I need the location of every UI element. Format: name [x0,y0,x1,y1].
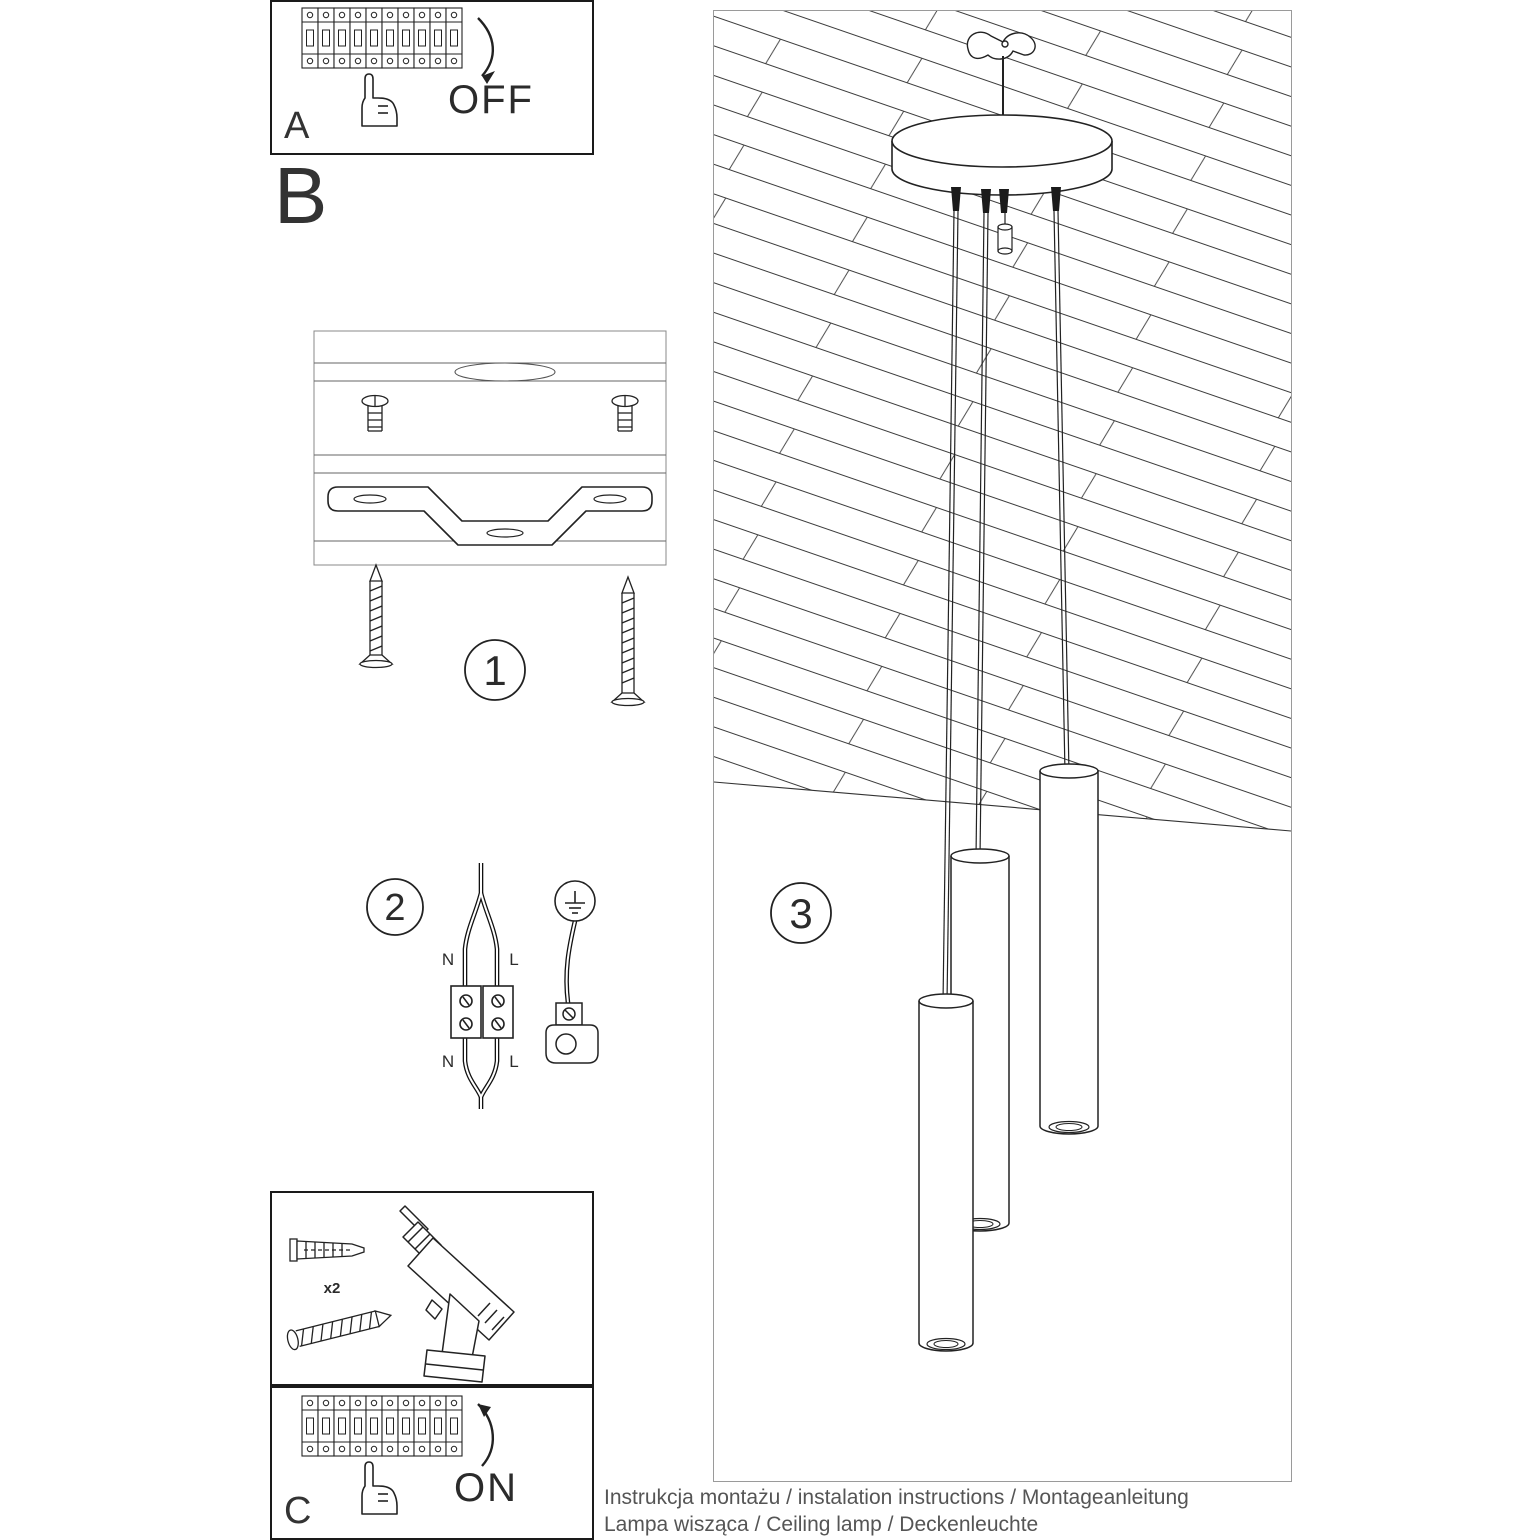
wall-anchor-icon [289,1238,365,1262]
drill-icon [399,1205,515,1383]
off-label: OFF [448,78,534,122]
wire-label-l-bottom: L [509,1052,518,1071]
screw-left [358,563,394,669]
power-off-step: OFF A [270,0,594,155]
on-label: ON [454,1466,518,1510]
wire-label-n-bottom: N [442,1052,454,1071]
footer-line-1: Instrukcja montażu / instalation instruc… [604,1486,1189,1509]
step2-number: 2 [384,887,405,929]
terminal-block [450,985,514,1039]
wires-core [464,863,576,1109]
pointing-hand-icon [361,73,398,127]
bracket-mounting-illustration: 1 [313,330,667,707]
breaker-panel [301,1395,463,1515]
cord-grommets [951,187,1061,213]
pointing-hand-icon [361,1461,398,1515]
step1-badge: 1 [464,639,526,701]
panel-c-letter: C [284,1490,312,1532]
step3-badge: 3 [770,882,832,944]
footer-line-2: Lampa wisząca / Ceiling lamp / Deckenleu… [604,1513,1039,1536]
ground-symbol-icon [554,880,596,922]
step3-assembled-lamp: 3 [713,10,1292,1482]
screw-right [610,575,646,707]
switch-up-arrow-icon [477,1403,495,1467]
footer: Instrukcja montażu / instalation instruc… [604,1484,1189,1538]
step3-number: 3 [789,890,812,937]
pendant-cylinder-front [918,993,974,1352]
anchor-quantity-label: x2 [324,1280,341,1297]
ceiling-hole [454,362,556,382]
ceiling-hook-bracket [966,31,1036,60]
step2-badge: 2 [366,878,424,936]
pendant-lamp-illustration: 3 [714,11,1291,1352]
power-on-step: ON C [270,1386,594,1540]
wire-label-l-top: L [509,950,518,969]
pendant-cylinder-right [1039,763,1099,1135]
section-b-letter: B [274,151,328,240]
breaker-on-illustration [301,1395,495,1515]
canopy [891,114,1113,196]
anchor-screw-left [361,394,389,432]
suspension-cords [942,210,1070,1004]
strain-relief [997,213,1013,255]
switch-down-arrow-icon [477,17,495,84]
screw-icon [286,1310,393,1351]
drill-hardware-step: x2 [270,1191,594,1386]
step1-mounting-bracket: 1 [310,325,670,715]
wire-label-n-top: N [442,950,454,969]
step2-wiring: 2 N L [350,855,620,1115]
step1-number: 1 [483,647,506,694]
breaker-panel [301,7,463,127]
breaker-off-illustration [301,7,495,127]
panel-a-letter: A [284,105,310,147]
mounting-strap [327,486,653,546]
cable-clamp [545,1002,599,1064]
anchor-screw-right [611,394,639,432]
drill-illustration: x2 [286,1205,515,1383]
wiring-illustration: 2 N L [366,863,599,1109]
